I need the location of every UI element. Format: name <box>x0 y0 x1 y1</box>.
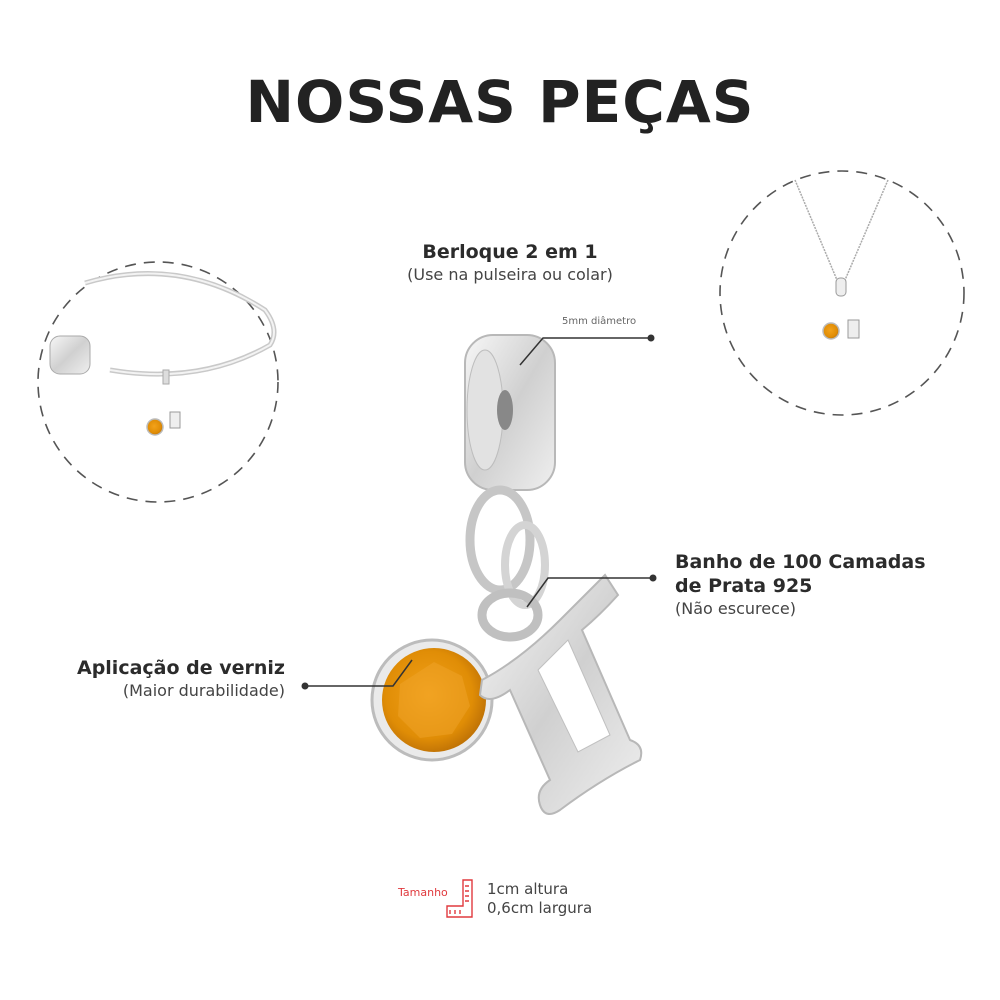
size-height: 1cm altura <box>487 880 569 898</box>
necklace-thumbnail <box>719 170 965 416</box>
two-in-one-sub: (Use na pulseira ou colar) <box>407 265 613 284</box>
size-width: 0,6cm largura <box>487 899 593 917</box>
size-values: 1cm altura 0,6cm largura <box>487 880 592 918</box>
varnish-headline: Aplicação de verniz <box>76 657 285 679</box>
plating-sub: (Não escurece) <box>675 599 796 618</box>
plating-line1: Banho de 100 Camadas <box>675 551 926 573</box>
page-title: NOSSAS PEÇAS <box>245 68 755 136</box>
plating-callout: Banho de 100 Camadas de Prata 925 (Não e… <box>675 550 926 620</box>
ruler-icon <box>446 879 473 918</box>
size-label: Tamanho <box>398 886 448 899</box>
callout-lines <box>305 337 653 687</box>
plating-line2: de Prata 925 <box>675 575 813 597</box>
bracelet-thumbnail <box>37 261 279 503</box>
diameter-label: 5mm diâmetro <box>562 316 637 327</box>
varnish-sub: (Maior durabilidade) <box>122 681 285 700</box>
varnish-callout: Aplicação de verniz (Maior durabilidade) <box>60 656 285 702</box>
two-in-one-headline: Berloque 2 em 1 <box>422 241 598 263</box>
two-in-one-callout: Berloque 2 em 1 (Use na pulseira ou cola… <box>360 240 660 286</box>
main-charm-image <box>370 334 643 815</box>
